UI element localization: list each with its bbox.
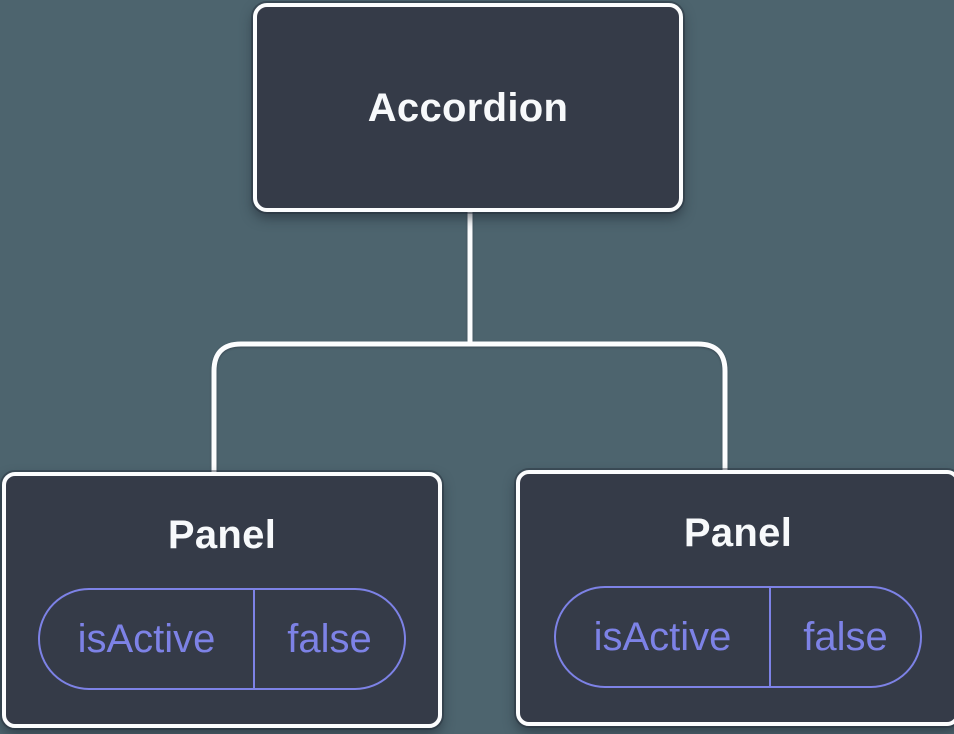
connector-bracket bbox=[211, 341, 728, 478]
tree-node-panel-left: Panel isActive false bbox=[2, 472, 442, 728]
panel-node-label: Panel bbox=[167, 513, 277, 557]
state-value-cell: false bbox=[769, 588, 920, 686]
state-pill: isActive false bbox=[554, 586, 922, 688]
accordion-node-label: Accordion bbox=[367, 85, 569, 130]
state-key-cell: isActive bbox=[593, 614, 732, 659]
state-pill: isActive false bbox=[38, 588, 406, 690]
state-value-cell: false bbox=[253, 590, 404, 688]
panel-node-label: Panel bbox=[683, 511, 793, 555]
tree-node-panel-right: Panel isActive false bbox=[516, 470, 954, 726]
state-key-cell: isActive bbox=[77, 616, 216, 661]
tree-node-accordion: Accordion bbox=[253, 3, 683, 212]
